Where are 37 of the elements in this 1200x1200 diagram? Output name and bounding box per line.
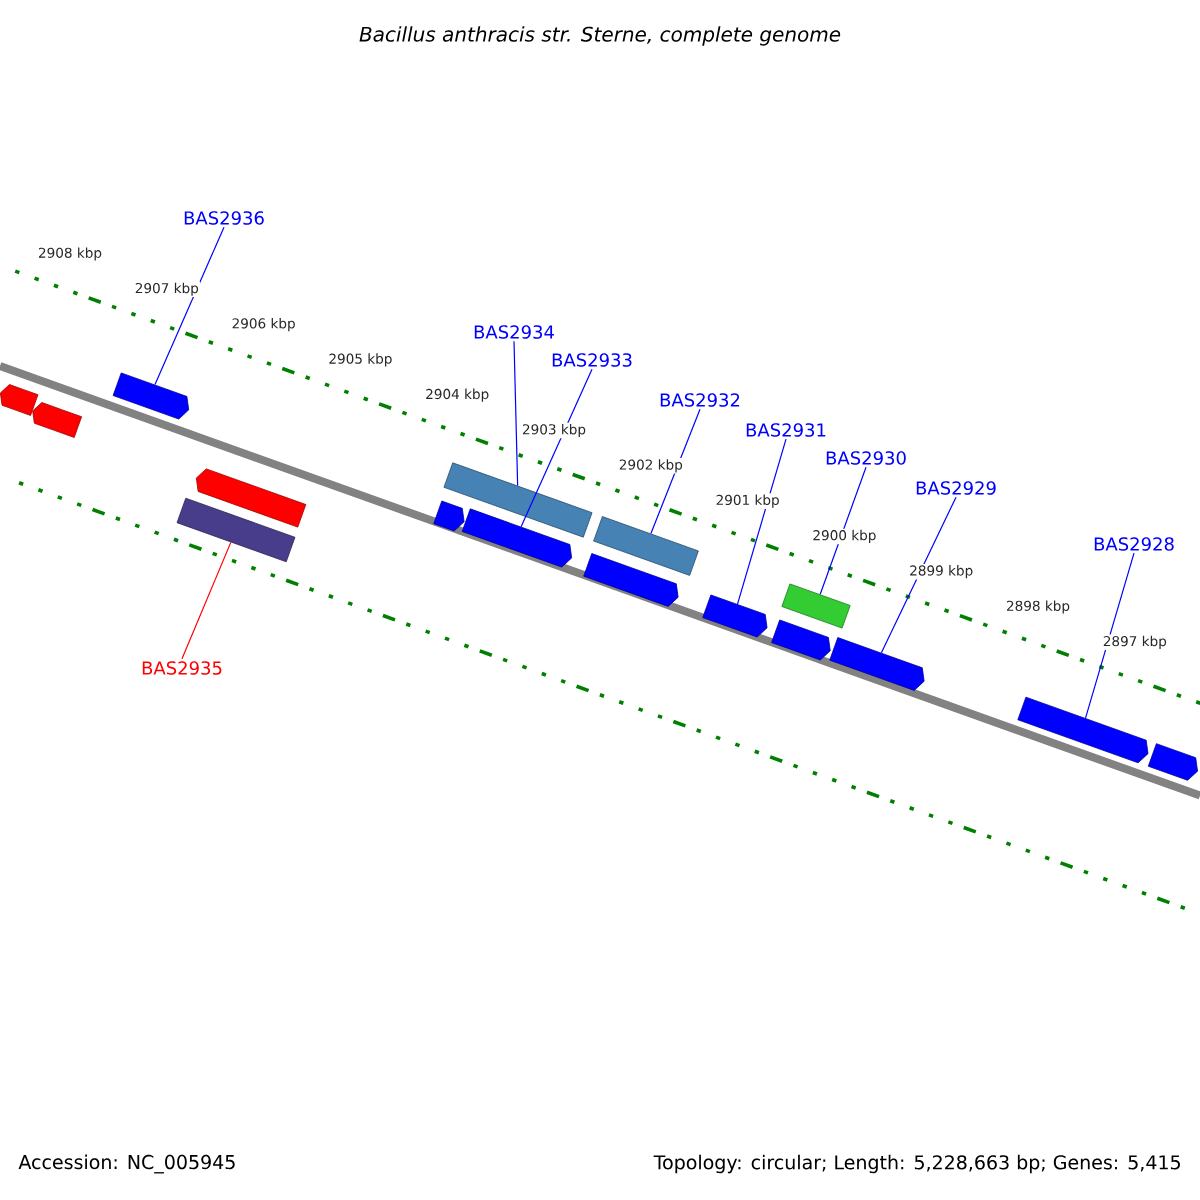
leader-line [520,368,593,528]
footer-text: Accession: NC_005945 [18,1154,235,1174]
gene-label: BAS2928 [1094,537,1174,551]
gene-block [781,583,851,629]
gene-block [1147,743,1198,781]
gene-label: BAS2933 [552,353,632,367]
leader-line [181,541,232,660]
gene-block [112,372,190,420]
leader-line [1084,552,1135,719]
gene-block [195,468,307,528]
leader-line [650,408,701,535]
gene-block [443,462,593,538]
leader-line [819,466,867,595]
gene-block [433,500,465,532]
gene-block [0,384,39,416]
gene-block [32,402,82,438]
leader-line [513,340,519,487]
gene-block [1017,696,1149,764]
leader-line [880,496,957,654]
gene-label: BAS2931 [746,423,826,437]
gene-label: BAS2936 [184,211,264,225]
gene-label: BAS2934 [474,325,554,339]
gene-block [829,637,925,691]
gene-label: BAS2935 [142,661,222,675]
gene-block [461,508,573,568]
gene-block [593,516,699,576]
title: Bacillus anthracis str. Sterne, complete genome [359,26,841,46]
gene-block [702,594,768,638]
leader-line [736,438,787,605]
gene-label: BAS2932 [660,393,740,407]
gene-block [583,553,679,607]
leader-line [154,226,225,386]
footer-text: Topology: circular; Length: 5,228,663 bp; Genes: 5,415 [653,1154,1180,1174]
gene-block [176,497,296,563]
gene-label: BAS2930 [826,451,906,465]
gene-label: BAS2929 [916,481,996,495]
gene-block [771,619,831,661]
